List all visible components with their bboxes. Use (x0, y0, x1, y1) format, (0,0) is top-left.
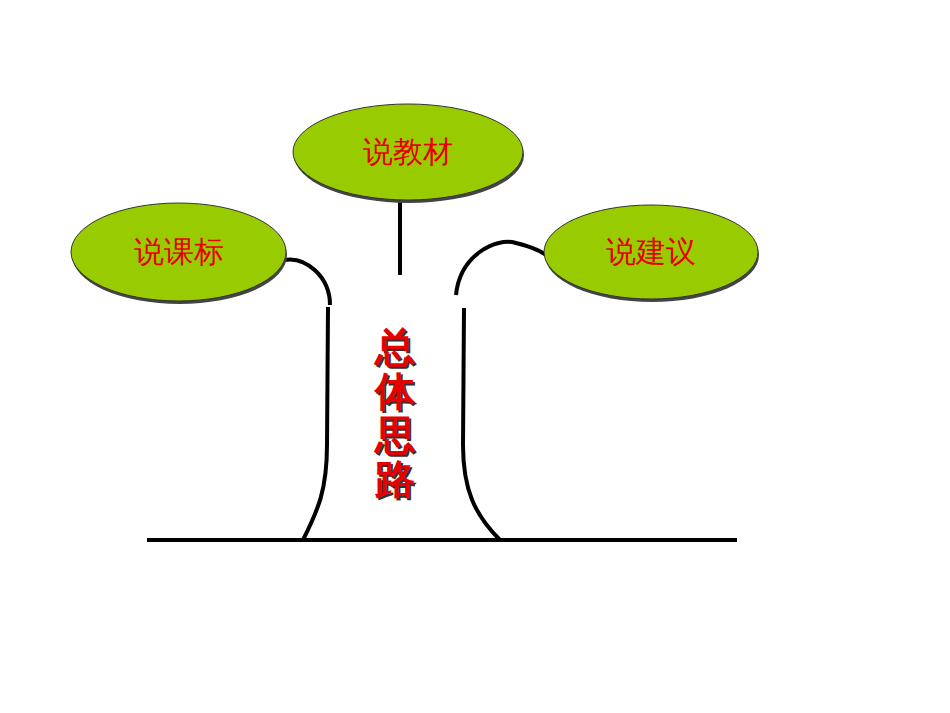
trunk-title: 总体思路 (375, 325, 415, 501)
ground-line (147, 538, 737, 542)
ellipse-fill (544, 205, 758, 299)
leaf-label: 说课标 (134, 232, 224, 273)
leaf-label: 说建议 (606, 232, 696, 273)
leaf-label: 说教材 (363, 132, 453, 173)
trunk-left-outline (303, 307, 328, 540)
branch-line (456, 242, 548, 295)
leaf-ellipse: 说建议 (543, 204, 759, 300)
branch-line (398, 200, 402, 275)
leaf-ellipse: 说教材 (292, 103, 524, 201)
ellipse-fill (293, 104, 523, 200)
ellipse-fill (71, 203, 286, 301)
branch-line (284, 260, 330, 305)
leaf-ellipse: 说课标 (70, 202, 287, 302)
trunk-right-outline (463, 308, 500, 540)
trunk-node: 总体思路 (300, 275, 500, 540)
